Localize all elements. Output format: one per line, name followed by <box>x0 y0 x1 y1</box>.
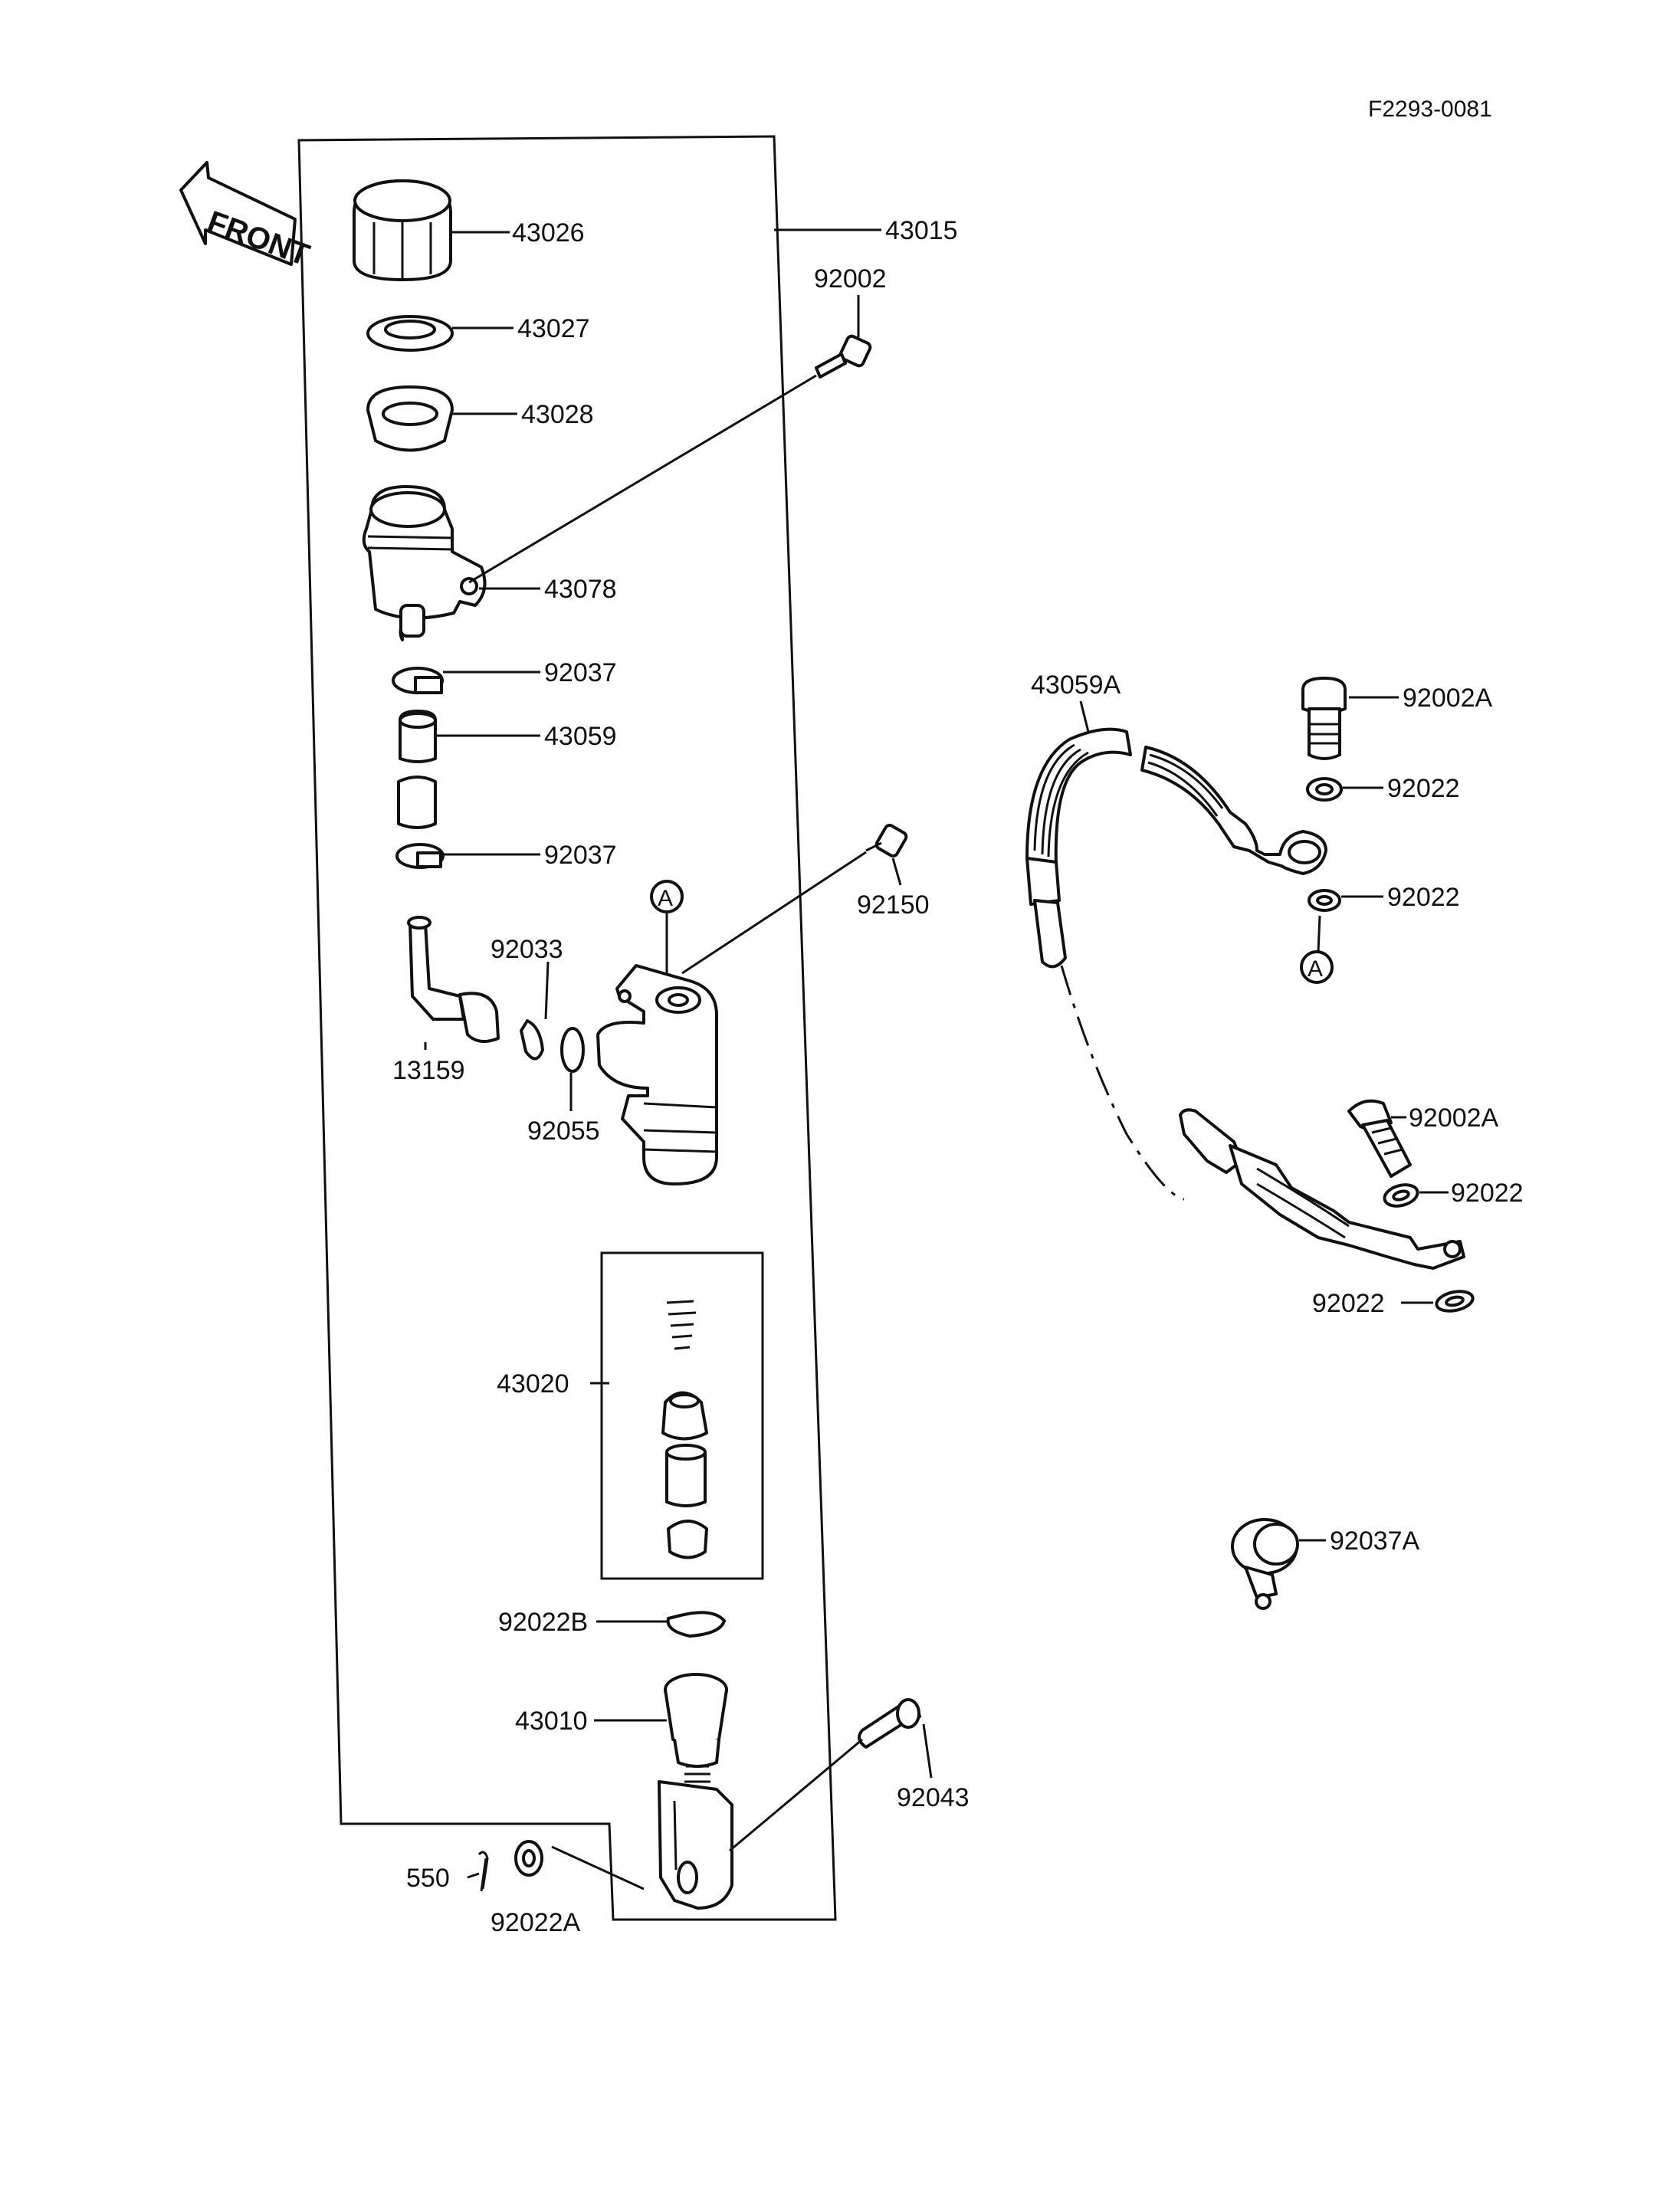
marker-a-left-text: A <box>658 886 673 911</box>
label-43010: 43010 <box>515 1707 588 1736</box>
leader-lines <box>424 228 1449 1890</box>
hose-fitting <box>407 916 500 1043</box>
label-92055: 92055 <box>527 1117 600 1146</box>
marker-a-right-text: A <box>1308 956 1323 982</box>
washer-92022-a <box>1306 777 1343 802</box>
label-13159: 13159 <box>392 1056 465 1085</box>
hose-clamp-bottom <box>395 843 445 869</box>
part-labels: 43026 43015 92002 43027 43028 43078 9203… <box>392 216 1524 1937</box>
push-rod <box>658 1673 733 1910</box>
diaphragm-plate <box>366 315 454 352</box>
label-92002a-bottom: 92002A <box>1409 1103 1499 1133</box>
circlip-92033 <box>520 1019 544 1061</box>
bolt-92150 <box>865 823 908 858</box>
label-92022-b: 92022 <box>1387 883 1460 912</box>
hose-clamp-top <box>392 667 444 694</box>
master-cylinder-body <box>596 964 718 1185</box>
label-43027: 43027 <box>517 314 590 343</box>
label-92002a-top: 92002A <box>1403 684 1493 713</box>
label-92037-bottom: 92037 <box>544 841 617 870</box>
marker-a-left: A <box>650 880 684 913</box>
label-43059a: 43059A <box>1031 671 1121 700</box>
label-43028: 43028 <box>521 400 594 429</box>
reservoir-cap <box>353 179 452 281</box>
washer-92022-b <box>1308 889 1341 912</box>
reservoir-hose <box>397 710 437 829</box>
label-92043: 92043 <box>897 1783 970 1812</box>
clevis-pin <box>858 1698 921 1749</box>
brake-hose <box>1025 727 1465 1270</box>
kit-box-43020 <box>600 1251 764 1580</box>
reference-code: F2293-0081 <box>1368 97 1492 122</box>
label-43059: 43059 <box>544 722 617 751</box>
label-92037a: 92037A <box>1330 1526 1420 1556</box>
bolt-92002 <box>815 334 872 379</box>
marker-a-right: A <box>1300 950 1334 984</box>
banjo-bolt-bottom <box>1347 1099 1412 1178</box>
washer-92022a-left <box>514 1840 543 1877</box>
label-43015: 43015 <box>885 216 958 245</box>
piston-kit-43020 <box>661 1300 708 1559</box>
label-92150: 92150 <box>857 890 930 920</box>
label-550: 550 <box>406 1864 450 1893</box>
label-43078: 43078 <box>544 575 617 604</box>
banjo-bolt-top <box>1301 677 1347 760</box>
washer-92022-c <box>1383 1183 1419 1208</box>
label-92022-d: 92022 <box>1312 1289 1385 1318</box>
o-ring-92055 <box>560 1027 585 1073</box>
label-43020: 43020 <box>497 1369 569 1399</box>
circlip-92022b <box>666 1611 726 1638</box>
hose-clamp-92037a <box>1231 1518 1299 1610</box>
reservoir <box>362 485 487 641</box>
label-92037-top: 92037 <box>544 658 617 687</box>
label-92022-a: 92022 <box>1387 774 1460 803</box>
label-92033: 92033 <box>491 935 563 964</box>
washer-92022-d <box>1435 1290 1475 1313</box>
diaphragm <box>366 385 454 452</box>
front-arrow: FRONT <box>179 161 313 273</box>
label-92002: 92002 <box>814 264 887 293</box>
label-92022-c: 92022 <box>1451 1179 1524 1208</box>
label-92022b: 92022B <box>498 1608 588 1637</box>
cotter-pin <box>477 1851 489 1892</box>
label-43026: 43026 <box>512 218 585 248</box>
assembly-frame-43015 <box>297 135 837 1921</box>
label-92022a-left: 92022A <box>491 1908 581 1937</box>
